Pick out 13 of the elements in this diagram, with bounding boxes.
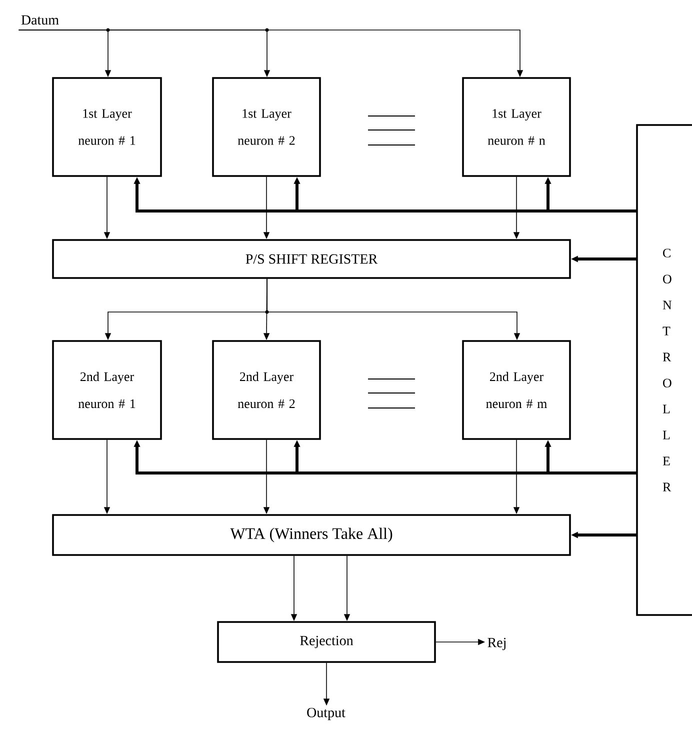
neuron-box: 2nd Layer neuron # 1 — [52, 340, 162, 440]
neuron-box: 1st Layer neuron # 2 — [212, 77, 321, 177]
neuron-box: 2nd Layer neuron # m — [462, 340, 571, 440]
controller-box: C O N T R O L L E R — [636, 124, 692, 616]
neuron-box: 2nd Layer neuron # 2 — [212, 340, 321, 440]
wta-box: WTA (Winners Take All) — [52, 514, 571, 556]
input-label: Datum — [21, 15, 59, 25]
rejection-box: Rejection — [217, 621, 436, 663]
output-label: Rej — [488, 638, 506, 650]
output-label: Output — [307, 708, 346, 720]
register-box: P/S SHIFT REGISTER — [52, 239, 571, 279]
neuron-box: 1st Layer neuron # n — [462, 77, 571, 177]
neuron-box: 1st Layer neuron # 1 — [52, 77, 162, 177]
